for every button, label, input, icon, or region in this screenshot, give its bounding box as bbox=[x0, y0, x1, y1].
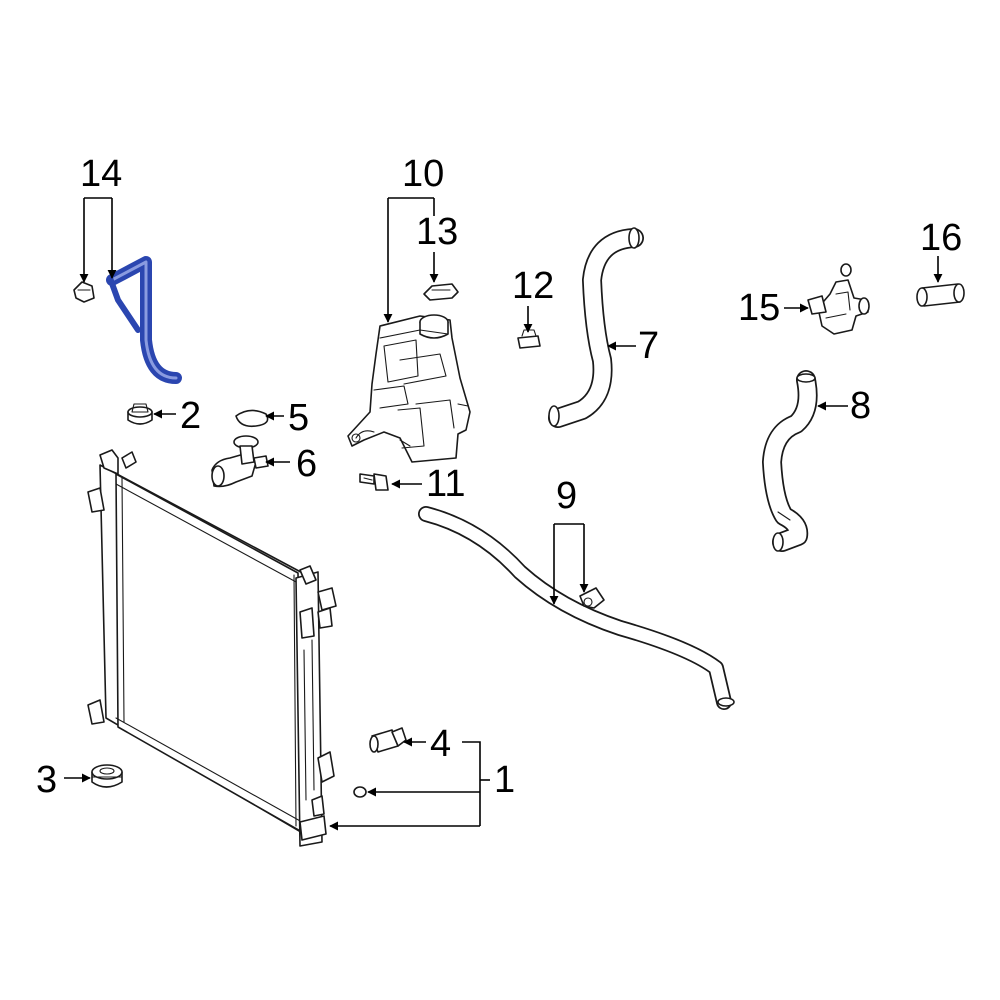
callout-2: 2 bbox=[180, 395, 201, 437]
callout-5: 5 bbox=[288, 397, 309, 439]
callout-14: 14 bbox=[80, 153, 122, 195]
coolant-fitting-part-15[interactable] bbox=[807, 263, 870, 335]
mount-bushing-part-3[interactable] bbox=[91, 764, 123, 788]
cap-part-2[interactable] bbox=[127, 403, 153, 425]
callout-13: 13 bbox=[416, 211, 458, 253]
upper-hose-part-7[interactable] bbox=[548, 227, 644, 428]
clip-part-12[interactable] bbox=[517, 329, 541, 349]
bolt-part-11[interactable] bbox=[359, 473, 389, 491]
gasket-part-5[interactable] bbox=[235, 409, 269, 428]
filler-neck-part-6[interactable] bbox=[211, 435, 269, 488]
callout-labels: 14 2 5 6 3 4 1 10 13 12 11 7 15 16 8 9 bbox=[36, 153, 962, 801]
hose-clamp-part-9[interactable] bbox=[579, 587, 605, 609]
o-ring[interactable] bbox=[353, 786, 367, 798]
callout-15: 15 bbox=[738, 287, 780, 329]
clip-part-14[interactable] bbox=[73, 281, 95, 303]
callout-12: 12 bbox=[512, 265, 554, 307]
callout-10: 10 bbox=[402, 153, 444, 195]
callout-16: 16 bbox=[920, 217, 962, 259]
lower-hose-part-8[interactable] bbox=[762, 370, 818, 552]
clip-part-13[interactable] bbox=[423, 283, 459, 301]
callout-9: 9 bbox=[556, 475, 577, 517]
hose-sleeve-part-16[interactable] bbox=[916, 283, 965, 307]
overflow-hose-part-14[interactable] bbox=[106, 256, 182, 384]
radiator-part-1[interactable] bbox=[87, 449, 337, 847]
bypass-hose-part-9[interactable] bbox=[418, 506, 735, 710]
callout-11: 11 bbox=[426, 463, 465, 505]
callout-1: 1 bbox=[494, 759, 515, 801]
drain-plug-part-4[interactable] bbox=[369, 727, 407, 753]
coolant-reservoir-part-10[interactable] bbox=[347, 314, 471, 463]
callout-7: 7 bbox=[638, 325, 659, 367]
callout-6: 6 bbox=[296, 443, 317, 485]
callout-8: 8 bbox=[850, 385, 871, 427]
leader-lines bbox=[64, 197, 943, 831]
callout-4: 4 bbox=[430, 723, 451, 765]
callout-3: 3 bbox=[36, 759, 57, 801]
